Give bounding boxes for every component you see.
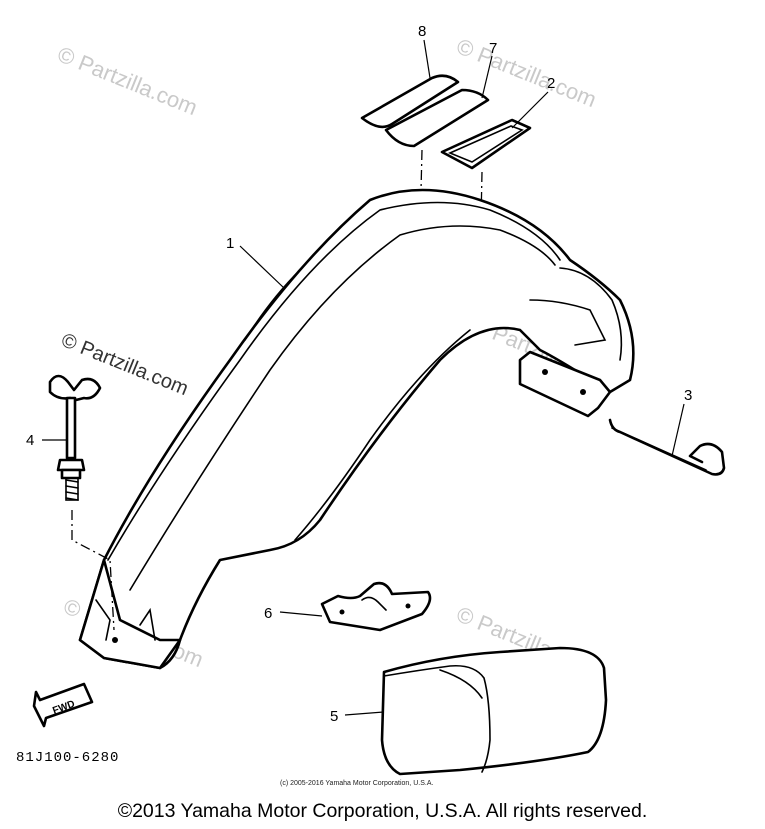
pad xyxy=(380,646,608,776)
wing-bolt xyxy=(48,374,102,501)
leader-8 xyxy=(423,39,431,79)
leader-3 xyxy=(671,403,685,457)
callout-7: 7 xyxy=(489,40,497,57)
callout-6: 6 xyxy=(264,605,272,622)
copyright-notice: ©2013 Yamaha Motor Corporation, U.S.A. A… xyxy=(117,800,648,822)
leader-2 xyxy=(511,91,549,129)
watermark-top-left: © Partzilla.com xyxy=(54,41,201,120)
callout-4: 4 xyxy=(26,432,34,449)
callout-3: 3 xyxy=(684,387,692,404)
small-copyright: (c) 2005-2016 Yamaha Motor Corporation, … xyxy=(280,780,434,787)
rod xyxy=(608,418,726,476)
decal-2 xyxy=(440,118,532,170)
fwd-arrow: FWD xyxy=(32,682,94,728)
guide-line-bolt xyxy=(71,510,115,631)
callout-8: 8 xyxy=(418,23,426,40)
decal-7 xyxy=(384,88,490,148)
rear-fender xyxy=(78,188,635,670)
callout-5: 5 xyxy=(330,708,338,725)
leader-1 xyxy=(239,245,285,289)
leader-6 xyxy=(279,611,323,617)
callout-2: 2 xyxy=(547,75,555,92)
bracket xyxy=(320,581,432,632)
leader-7 xyxy=(481,55,493,99)
diagram-code: 81J100-6280 xyxy=(16,750,120,766)
decal-8 xyxy=(360,74,460,129)
callout-1: 1 xyxy=(226,235,234,252)
leader-5 xyxy=(344,711,385,716)
